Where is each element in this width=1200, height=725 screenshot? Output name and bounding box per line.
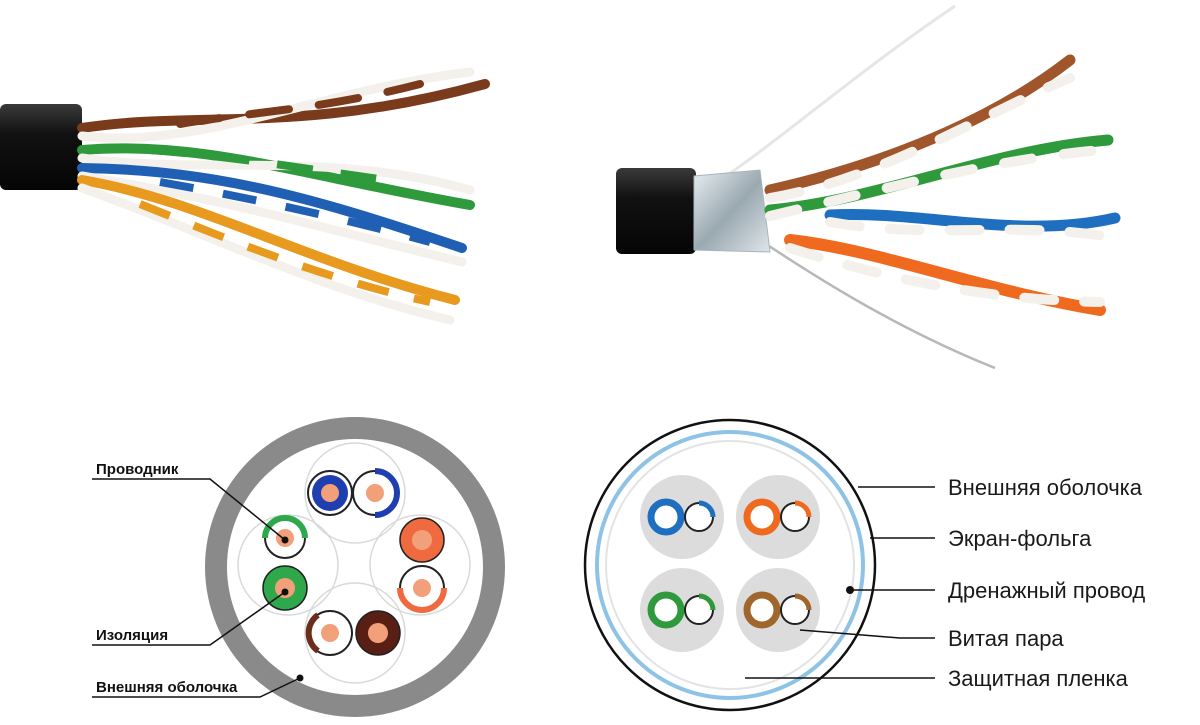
label-ftp-outer-jacket: Внешняя оболочка: [948, 475, 1143, 500]
label-utp-outer-jacket: Внешняя оболочка: [96, 679, 238, 696]
ftp-orange-pair: [784, 234, 1106, 316]
ftp-cable-photo: [616, 4, 1121, 370]
utp-orange-pair: [77, 175, 460, 325]
utp-pair-orange: [369, 514, 471, 616]
ftp-brown-pair: [764, 54, 1076, 203]
ftp-drain-wire-dot: [846, 586, 854, 594]
ftp-pair-orange: [736, 475, 820, 559]
label-twisted-pair: Витая пара: [948, 626, 1064, 651]
ftp-pair-green: [640, 568, 724, 652]
label-protective-film: Защитная пленка: [948, 666, 1129, 691]
ftp-outer-jacket: [583, 418, 877, 712]
ftp-blue-pair: [824, 208, 1121, 243]
utp-pair-blue: [304, 442, 406, 544]
ftp-pair-blue: [640, 475, 724, 559]
ftp-cross-section: Внешняя оболочка Экран-фольга Дренажный …: [583, 418, 1145, 712]
ftp-green-pair: [764, 134, 1114, 221]
ftp-leader-lines: [745, 486, 935, 679]
utp-pair-brown: [304, 582, 406, 684]
utp-cable-photo: [0, 67, 490, 325]
utp-brown-pair: [77, 67, 490, 143]
utp-green-pair: [77, 143, 475, 210]
utp-inner-space: [227, 439, 483, 695]
utp-leader-lines: [92, 478, 301, 698]
label-insulation: Изоляция: [96, 627, 168, 644]
utp-blue-pair: [77, 163, 467, 267]
ftp-jacket: [616, 168, 696, 254]
ftp-foil: [693, 169, 771, 253]
ftp-drain-wire-bottom: [759, 238, 996, 370]
ftp-drain-wire-top: [719, 4, 956, 182]
label-foil-shield: Экран-фольга: [948, 526, 1092, 551]
ftp-protective-film: [605, 440, 855, 690]
label-drain-wire: Дренажный провод: [948, 578, 1145, 603]
utp-cross-section: Проводник Изоляция Внешняя оболочка: [92, 417, 505, 717]
ftp-pair-brown: [736, 568, 820, 652]
label-conductor: Проводник: [96, 461, 179, 478]
ftp-foil-shield: [595, 430, 865, 700]
utp-jacket: [0, 104, 82, 190]
